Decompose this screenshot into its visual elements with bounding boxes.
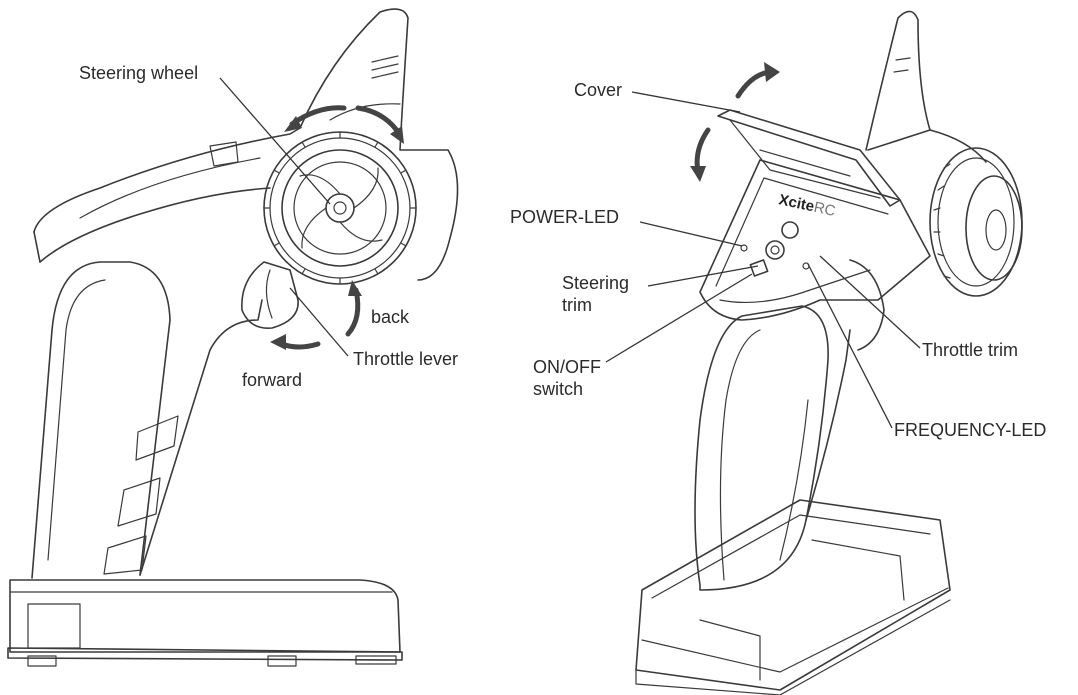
- label-power-led: POWER-LED: [510, 207, 620, 227]
- right-controller-drawing: [635, 10, 1023, 695]
- label-throttle-trim: Throttle trim: [922, 340, 1019, 360]
- label-throttle-lever: Throttle lever: [353, 349, 459, 369]
- svg-text:XciteRC: XciteRC: [777, 191, 837, 220]
- label-cover: Cover: [574, 80, 623, 100]
- label-forward: forward: [242, 370, 303, 390]
- label-steering-trim: Steering trim: [562, 273, 630, 315]
- label-on-off-switch: ON/OFF switch: [533, 357, 601, 399]
- brand-part1: Xcite: [777, 191, 816, 215]
- left-controller-drawing: [7, 8, 459, 667]
- label-steering-wheel: Steering wheel: [79, 63, 199, 83]
- label-frequency-led: FREQUENCY-LED: [894, 420, 1047, 440]
- label-back: back: [371, 307, 410, 327]
- brand-part2: RC: [812, 199, 837, 220]
- brand-logo: XciteRC: [777, 191, 837, 220]
- leader-lines: [219, 77, 921, 429]
